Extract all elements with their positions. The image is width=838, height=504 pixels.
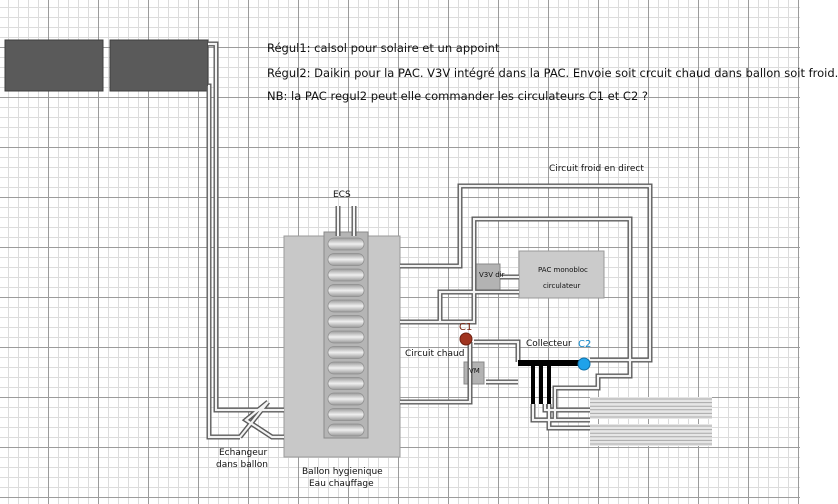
coil-turn: [327, 361, 365, 375]
label-echangeur-line2: dans ballon: [216, 460, 268, 470]
heating-schematic: [4, 39, 712, 458]
note-regul2: Régul2: Daikin pour la PAC. V3V intégré …: [267, 66, 838, 80]
pipe-inner: [531, 404, 590, 422]
label-circuit-froid: Circuit froid en direct: [549, 164, 644, 174]
coil-turn: [327, 408, 365, 421]
label-echangeur-line1: Echangeur: [219, 448, 268, 458]
coil-turn: [327, 330, 365, 344]
floor-heating: [590, 397, 712, 446]
pipe-inner: [400, 342, 472, 404]
label-pac-line1: PAC monobloc: [538, 266, 588, 274]
coil-turn: [327, 237, 365, 251]
label-collecteur: Collecteur: [526, 339, 572, 349]
note-regul1: Régul1: calsol pour solaire et un appoin…: [267, 41, 500, 55]
pipe-inner: [438, 290, 519, 322]
circulator-c1: [459, 332, 473, 346]
coil-turn: [327, 315, 365, 328]
label-c2: C2: [578, 339, 592, 350]
pac-unit: [518, 250, 605, 299]
pipe-outer: [474, 339, 521, 362]
pipe-inner: [543, 404, 590, 412]
floor-heating-panel: [590, 424, 712, 446]
coil-turn: [327, 268, 365, 282]
floor-heating-panel: [590, 397, 712, 419]
pipe-inner: [547, 404, 590, 430]
pipe-outer: [208, 41, 240, 413]
pipe-inner: [400, 184, 652, 362]
coil-turn: [327, 284, 365, 297]
pipe-inner: [474, 340, 520, 362]
label-c1: C1: [459, 322, 473, 333]
pipe-inner: [208, 42, 240, 412]
coil-turn: [327, 299, 365, 313]
coil-turn: [327, 423, 365, 437]
label-ecs: ECS: [333, 190, 351, 200]
note-nb: NB: la PAC regul2 peut elle commander le…: [267, 89, 649, 103]
pipe-outer: [400, 216, 633, 420]
solar-panel-2: [109, 39, 209, 92]
label-v3v: V3V dir: [479, 271, 505, 279]
label-pac-line2: circulateur: [543, 282, 581, 290]
coil-turn: [327, 392, 365, 406]
label-ballon-line1: Ballon hygienique: [302, 467, 383, 477]
label-ballon-line2: Eau chauffage: [309, 479, 374, 489]
tank-coil: [323, 231, 369, 439]
pipe-inner: [400, 217, 632, 420]
pipe-outer: [206, 83, 240, 440]
pipes: [206, 41, 653, 440]
label-vm: VM: [469, 367, 480, 375]
circulator-c2: [577, 357, 591, 371]
pipe-outer: [437, 289, 519, 322]
pipe-inner: [207, 84, 240, 439]
solar-panel-1: [4, 39, 104, 92]
label-circuit-chaud: Circuit chaud: [405, 349, 465, 359]
coil-turn: [327, 377, 365, 390]
pipe-inner: [239, 401, 284, 439]
coil-turn: [327, 253, 365, 266]
coil-turn: [327, 346, 365, 359]
collector: [518, 360, 580, 404]
